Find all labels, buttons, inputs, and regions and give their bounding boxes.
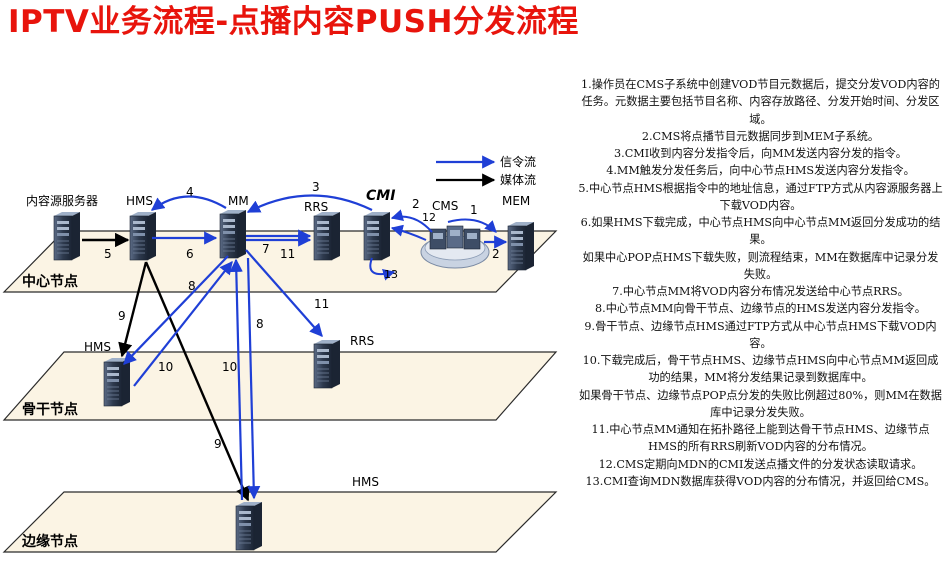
node-label-cms: CMS — [432, 199, 458, 213]
step-text-3: 3.CMI收到内容分发指令后，向MM发送内容分发的指令。 — [614, 147, 907, 160]
step-text-7: 7.中心节点MM将VOD内容分布情况发送给中心节点RRS。 — [612, 285, 909, 298]
node-label-mem: MEM — [502, 194, 530, 208]
process-steps-list: 1.操作员在CMS子系统中创建VOD节目元数据后，提交分发VOD内容的任务。元数… — [578, 76, 943, 490]
flow-arrow-4 — [150, 195, 227, 211]
step-text-4: 4.MM触发分发任务后，向中心节点HMS发送内容分发指令。 — [606, 164, 915, 178]
computer-cluster-icon-cms — [420, 225, 490, 269]
node-label-cmi: CMI — [366, 188, 395, 204]
layer-label-edge: 边缘节点 — [21, 533, 78, 550]
flow-label-2b: 2 — [492, 247, 500, 261]
node-label-rrs-center: RRS — [304, 200, 328, 214]
step-text-6: 6.如果HMS下载完成，中心节点HMS向中心节点MM返回分发成功的结果。 — [580, 216, 941, 247]
flow-label-4: 4 — [186, 185, 194, 199]
flow-label-1: 1 — [470, 203, 478, 217]
flow-label-11a: 11 — [280, 247, 295, 261]
flow-label-11b: 11 — [314, 297, 329, 311]
flow-arrow-8-backbone — [123, 255, 229, 365]
server-icon-hms-center — [129, 211, 157, 261]
flow-arrow-1 — [447, 218, 497, 233]
step-text-11: 11.中心节点MM通知在拓扑路径上能到达骨干节点HMS、边缘节点HMS的所有RR… — [591, 423, 930, 454]
flow-label-6: 6 — [186, 247, 194, 261]
flow-label-13: 13 — [384, 268, 398, 281]
flow-label-10b: 10 — [222, 360, 237, 374]
flow-arrow-12 — [390, 224, 427, 241]
layer-plane-edge — [2, 491, 558, 553]
flow-arrow-13 — [369, 257, 396, 281]
step-text-10-failure: 如果骨干节点、边缘节点POP点分发的失败比例超过80%，则MM在数据库中记录分发… — [579, 388, 942, 419]
server-icon-content-source — [53, 211, 81, 261]
flow-label-9a: 9 — [118, 309, 126, 323]
step-text-2: 2.CMS将点播节目元数据同步到MEM子系统。 — [641, 129, 880, 143]
flow-arrow-8-edge — [246, 257, 261, 500]
server-icon-hms-edge — [235, 501, 263, 551]
flow-label-10a: 10 — [158, 360, 173, 374]
step-text-13: 13.CMI查询MDN数据库获得VOD内容的分布情况，并返回给CMS。 — [585, 474, 936, 488]
flow-arrow-9-edge — [144, 261, 250, 502]
step-text-10: 10.下载完成后，骨干节点HMS、边缘节点HMS向中心节点MM返回成功的结果，M… — [582, 354, 939, 385]
layer-label-center: 中心节点 — [22, 273, 78, 290]
flow-arrow-2-cms-cmi — [390, 209, 433, 233]
flow-label-8a: 8 — [188, 279, 196, 293]
node-label-hms-backbone: HMS — [84, 340, 111, 354]
server-icon-rrs-backbone — [313, 339, 341, 389]
server-icon-rrs-center — [313, 211, 341, 261]
flow-label-3: 3 — [312, 180, 320, 194]
node-label-content-server: 内容源服务器 — [26, 193, 98, 208]
flow-arrow-11-rrs-backbone — [245, 249, 323, 337]
flow-arrow-3 — [246, 194, 373, 213]
layer-label-backbone: 骨干节点 — [22, 401, 78, 418]
step-text-9: 9.骨干节点、边缘节点HMS通过FTP方式从中心节点HMS下载VOD内容。 — [584, 319, 937, 350]
flow-arrow-10-backbone — [133, 260, 233, 387]
legend-signal-label: 信令流 — [500, 154, 536, 169]
node-label-rrs-backbone: RRS — [350, 334, 374, 348]
server-icon-mem — [507, 221, 535, 271]
layer-plane-backbone — [2, 351, 558, 421]
flow-arrow-9-backbone — [118, 261, 148, 358]
server-icon-mm — [219, 209, 247, 259]
step-text-1: 1.操作员在CMS子系统中创建VOD节目元数据后，提交分发VOD内容的任务。元数… — [581, 78, 940, 126]
flow-label-2a: 2 — [412, 197, 420, 211]
flow-arrow-10-edge — [229, 258, 244, 501]
step-text-8: 8.中心节点MM向骨干节点、边缘节点的HMS发送内容分发指令。 — [595, 302, 926, 316]
page-title: IPTV业务流程-点播内容PUSH分发流程 — [8, 4, 579, 40]
server-icon-hms-backbone — [103, 357, 131, 407]
node-label-mm: MM — [228, 194, 249, 208]
legend-media-label: 媒体流 — [500, 173, 536, 187]
step-text-5: 5.中心节点HMS根据指令中的地址信息，通过FTP方式从内容源服务器上下载VOD… — [578, 181, 943, 212]
flow-label-12: 12 — [422, 211, 436, 224]
flow-label-7: 7 — [262, 242, 270, 256]
flow-label-8b: 8 — [256, 317, 264, 331]
flow-label-9b: 9 — [214, 437, 222, 451]
node-label-hms-center: HMS — [126, 194, 153, 208]
flow-label-5: 5 — [104, 247, 112, 261]
step-text-6-failure: 如果中心POP点HMS下载失败，则流程结束，MM在数据库中记录分发失败。 — [582, 250, 939, 281]
node-label-hms-edge: HMS — [352, 475, 379, 489]
step-text-12: 12.CMS定期向MDN的CMI发送点播文件的分发状态读取请求。 — [598, 457, 923, 471]
server-icon-cmi — [363, 211, 391, 261]
